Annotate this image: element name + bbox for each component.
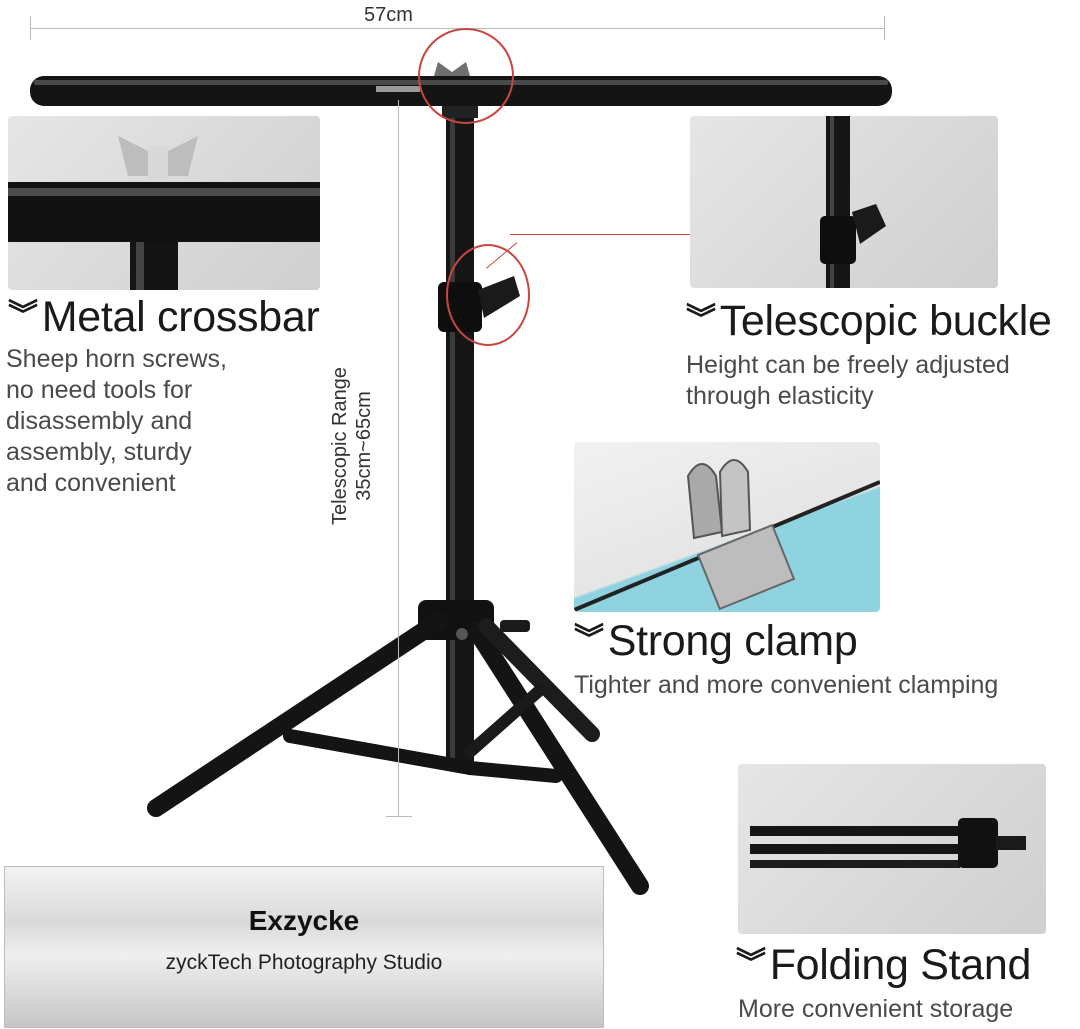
double-chevron-down-icon: ︾ <box>686 303 716 336</box>
telescopic-buckle-photo <box>690 116 998 288</box>
double-chevron-down-icon: ︾ <box>574 623 604 656</box>
crossbar-width-tick-left <box>30 16 31 40</box>
folding-stand-photo <box>738 764 1046 934</box>
double-chevron-down-icon: ︾ <box>8 299 38 332</box>
telescopic-range-value: 35cm~65cm <box>353 391 375 501</box>
buckle-highlight-circle <box>446 244 530 346</box>
brand-subtitle: zyckTech Photography Studio <box>165 951 443 974</box>
strong-clamp-photo <box>574 442 880 612</box>
telescopic-range-line <box>398 100 399 816</box>
brand-name: Exzycke <box>248 905 360 936</box>
telescopic-range-label-group: Telescopic Range 35cm~65cm <box>328 346 380 546</box>
strong-clamp-description: Tighter and more convenient clamping <box>574 671 999 699</box>
brand-plate: Exzycke zyckTech Photography Studio <box>4 866 604 1028</box>
telescopic-buckle-description: Height can be freely adjusted through el… <box>686 351 1010 410</box>
double-chevron-down-icon: ︾ <box>736 947 766 980</box>
crossbar-width-label: 57cm <box>364 4 413 26</box>
folding-stand-description: More convenient storage <box>738 995 1014 1023</box>
metal-crossbar-photo <box>8 116 320 290</box>
wing-nut-highlight-circle <box>418 28 514 124</box>
folding-stand-title: ︾Folding Stand <box>736 941 1032 989</box>
telescopic-range-label: Telescopic Range <box>329 367 351 525</box>
telescopic-buckle-title: ︾Telescopic buckle <box>686 297 1052 345</box>
strong-clamp-title: ︾Strong clamp <box>574 617 858 665</box>
crossbar-width-tick-right <box>884 16 885 40</box>
metal-crossbar-title: ︾Metal crossbar <box>8 293 320 341</box>
metal-crossbar-description: Sheep horn screws, no need tools for dis… <box>6 345 227 497</box>
buckle-leader-line <box>510 234 820 235</box>
telescopic-range-tick-bottom <box>386 816 412 817</box>
